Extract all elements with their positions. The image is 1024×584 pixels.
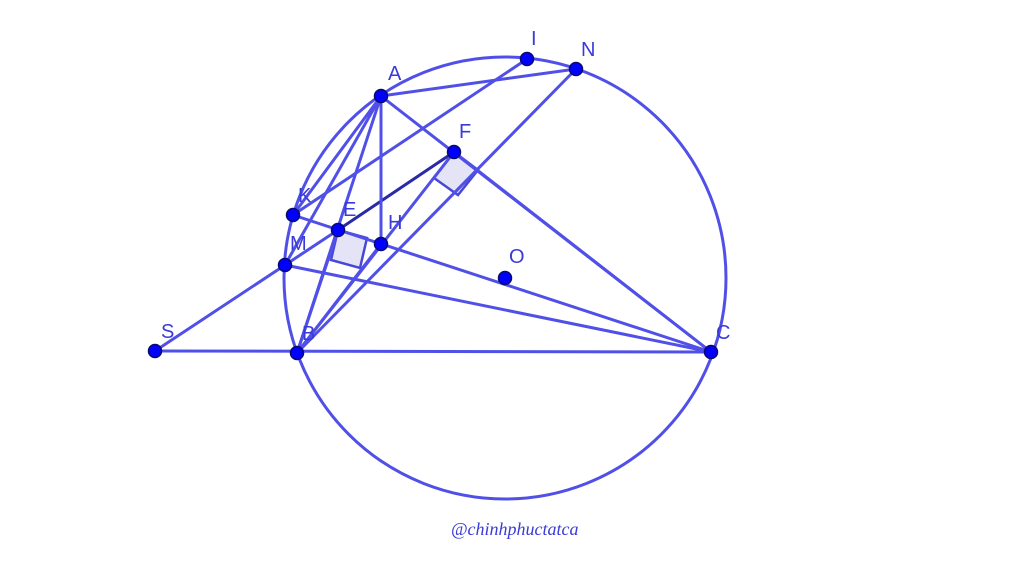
label-s: S [161,321,174,343]
label-i: I [531,28,537,50]
label-e: E [343,199,356,221]
label-c: C [716,322,730,344]
segment-a-n [379,67,578,98]
segment-b-e [295,228,340,355]
point-i[interactable] [519,51,535,67]
segment-f-c [452,150,713,354]
segment-b-f [295,150,456,355]
segment-s-f [153,228,340,353]
label-k: K [298,185,312,207]
label-m: M [290,233,307,255]
point-b[interactable] [289,345,305,361]
segment-a-k [291,94,383,217]
point-c[interactable] [703,344,719,360]
point-n[interactable] [568,61,584,77]
label-h: H [388,212,402,234]
point-e[interactable] [330,222,346,238]
point-s[interactable] [147,343,163,359]
segment-e-f [336,150,456,232]
point-m[interactable] [277,257,293,273]
segment-s-c [153,349,713,354]
label-n: N [581,39,595,61]
label-b: B [302,323,315,345]
segment-a-m [283,94,383,267]
point-h[interactable] [373,236,389,252]
label-a: A [388,63,402,85]
label-o: O [509,246,525,268]
circumcircle-o [282,55,728,501]
point-o[interactable] [497,270,513,286]
segment-k-i [291,57,529,217]
point-a[interactable] [373,88,389,104]
point-f[interactable] [446,144,462,160]
watermark-text: @chinhphuctatca [451,519,579,539]
segment-b-n [295,67,578,355]
point-k[interactable] [285,207,301,223]
label-f: F [459,121,471,143]
